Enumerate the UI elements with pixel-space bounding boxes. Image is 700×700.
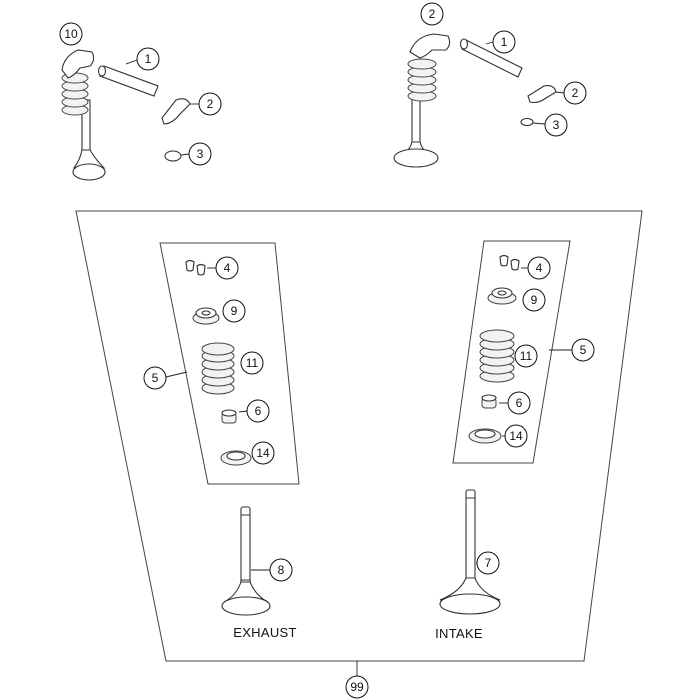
exhaust-valve-head: [221, 596, 271, 616]
leader-2-right: [555, 91, 565, 94]
callout-label-4-left: 4: [224, 261, 231, 275]
callout-circle-2-right: [563, 81, 587, 105]
left-valve-keepers: [185, 259, 206, 276]
callout-label-1-right: 1: [501, 35, 508, 49]
callout-label-2-top-right: 2: [429, 7, 436, 21]
intake-assembly-valve-stem: [411, 93, 421, 147]
top-left-valve-assembly: 10 1 2 3: [59, 22, 222, 181]
callout-circle-4-right: [527, 256, 551, 280]
leader-3-left: [180, 153, 190, 156]
intake-valve-neck: [439, 577, 501, 601]
right-valve-seal: [481, 394, 497, 409]
callout-label-7: 7: [485, 556, 492, 570]
callout-circle-5-left: [143, 366, 167, 390]
intake-valve: 7 INTAKE: [435, 489, 501, 641]
intake-label: INTAKE: [435, 626, 483, 641]
callout-label-6-left: 6: [255, 404, 262, 418]
callout-circle-2-top-right: [420, 2, 444, 26]
leader-1-left: [125, 59, 138, 65]
callout-circle-1-right: [492, 30, 516, 54]
right-spring-kit: 5 4 9 11 6: [452, 240, 595, 464]
callout-circle-11-right: [514, 344, 538, 368]
callout-label-14-right: 14: [509, 429, 523, 443]
exhaust-assembly-rocker-arm: [61, 49, 95, 79]
exhaust-assembly-spring: [61, 72, 89, 116]
exhaust-valve-stem: [240, 506, 251, 586]
exhaust-label: EXHAUST: [233, 625, 297, 640]
callout-circle-2-left: [198, 92, 222, 116]
kit-99-frame: [75, 210, 643, 662]
callout-label-9-left: 9: [231, 304, 238, 318]
callout-label-3-left: 3: [197, 147, 204, 161]
left-spring-kit-frame: [159, 242, 300, 485]
intake-assembly-valve-head: [393, 148, 439, 168]
top-right-valve-assembly: 2 1 2 3: [393, 2, 587, 168]
callout-circle-3-right: [544, 113, 568, 137]
callout-label-5-left: 5: [152, 371, 159, 385]
intake-assembly-rocker-arm: [409, 33, 451, 59]
callout-circle-6-left: [246, 399, 270, 423]
exhaust-valve: 8 EXHAUST: [221, 506, 297, 640]
callout-label-6-right: 6: [516, 396, 523, 410]
callout-label-2-left: 2: [207, 97, 214, 111]
left-spring-retainer: [192, 307, 220, 325]
callout-label-2-right: 2: [572, 86, 579, 100]
right-spring-kit-frame: [452, 240, 571, 464]
callout-label-4-right: 4: [536, 261, 543, 275]
exhaust-assembly-valve-head: [72, 163, 106, 181]
callout-circle-9-left: [222, 299, 246, 323]
intake-assembly-spring: [407, 58, 437, 102]
callout-circle-11-left: [240, 351, 264, 375]
callout-label-3-right: 3: [553, 118, 560, 132]
right-valve-spring: [479, 329, 515, 383]
intake-assembly-small-rocker: [527, 85, 557, 104]
callout-circle-10-left: [59, 22, 83, 46]
leader-5-left: [165, 371, 188, 378]
callout-circle-14-right: [504, 424, 528, 448]
callout-label-14-left: 14: [256, 446, 270, 460]
callout-label-11-right: 11: [520, 349, 533, 363]
exhaust-assembly-pad: [164, 150, 182, 162]
right-spring-retainer: [487, 287, 517, 305]
callout-circle-1-left: [136, 47, 160, 71]
callout-circle-4-left: [215, 256, 239, 280]
callout-circle-99: [345, 675, 369, 699]
callout-circle-8: [269, 558, 293, 582]
callout-circle-9-right: [522, 288, 546, 312]
intake-assembly-shaft: [459, 38, 523, 78]
left-valve-seal: [221, 409, 237, 424]
left-spring-kit: 5 4 9 11: [143, 242, 300, 485]
callout-label-1-left: 1: [145, 52, 152, 66]
callout-label-99: 99: [350, 680, 364, 694]
right-valve-keepers: [499, 254, 520, 271]
intake-valve-stem: [465, 489, 476, 583]
callout-circle-5-right: [571, 338, 595, 362]
callout-circle-7: [476, 551, 500, 575]
leader-1-right: [485, 41, 494, 45]
right-spring-seat-washer: [468, 428, 502, 444]
callout-label-9-right: 9: [531, 293, 538, 307]
left-valve-spring: [201, 342, 235, 395]
callout-circle-14-left: [251, 441, 275, 465]
leader-6-left: [238, 410, 248, 413]
left-spring-seat-washer: [220, 450, 252, 466]
exhaust-assembly-valve-neck: [72, 149, 106, 169]
intake-assembly-pad: [520, 117, 534, 127]
callout-label-10-left: 10: [64, 27, 78, 41]
exhaust-assembly-small-rocker: [161, 98, 191, 125]
callout-label-11-left: 11: [246, 356, 259, 370]
callout-label-5-right: 5: [580, 343, 587, 357]
leader-3-right: [532, 122, 546, 125]
callout-circle-3-left: [188, 142, 212, 166]
callout-circle-6-right: [507, 391, 531, 415]
intake-valve-head: [439, 593, 501, 615]
callout-label-8: 8: [278, 563, 285, 577]
exhaust-assembly-shaft: [97, 65, 159, 97]
